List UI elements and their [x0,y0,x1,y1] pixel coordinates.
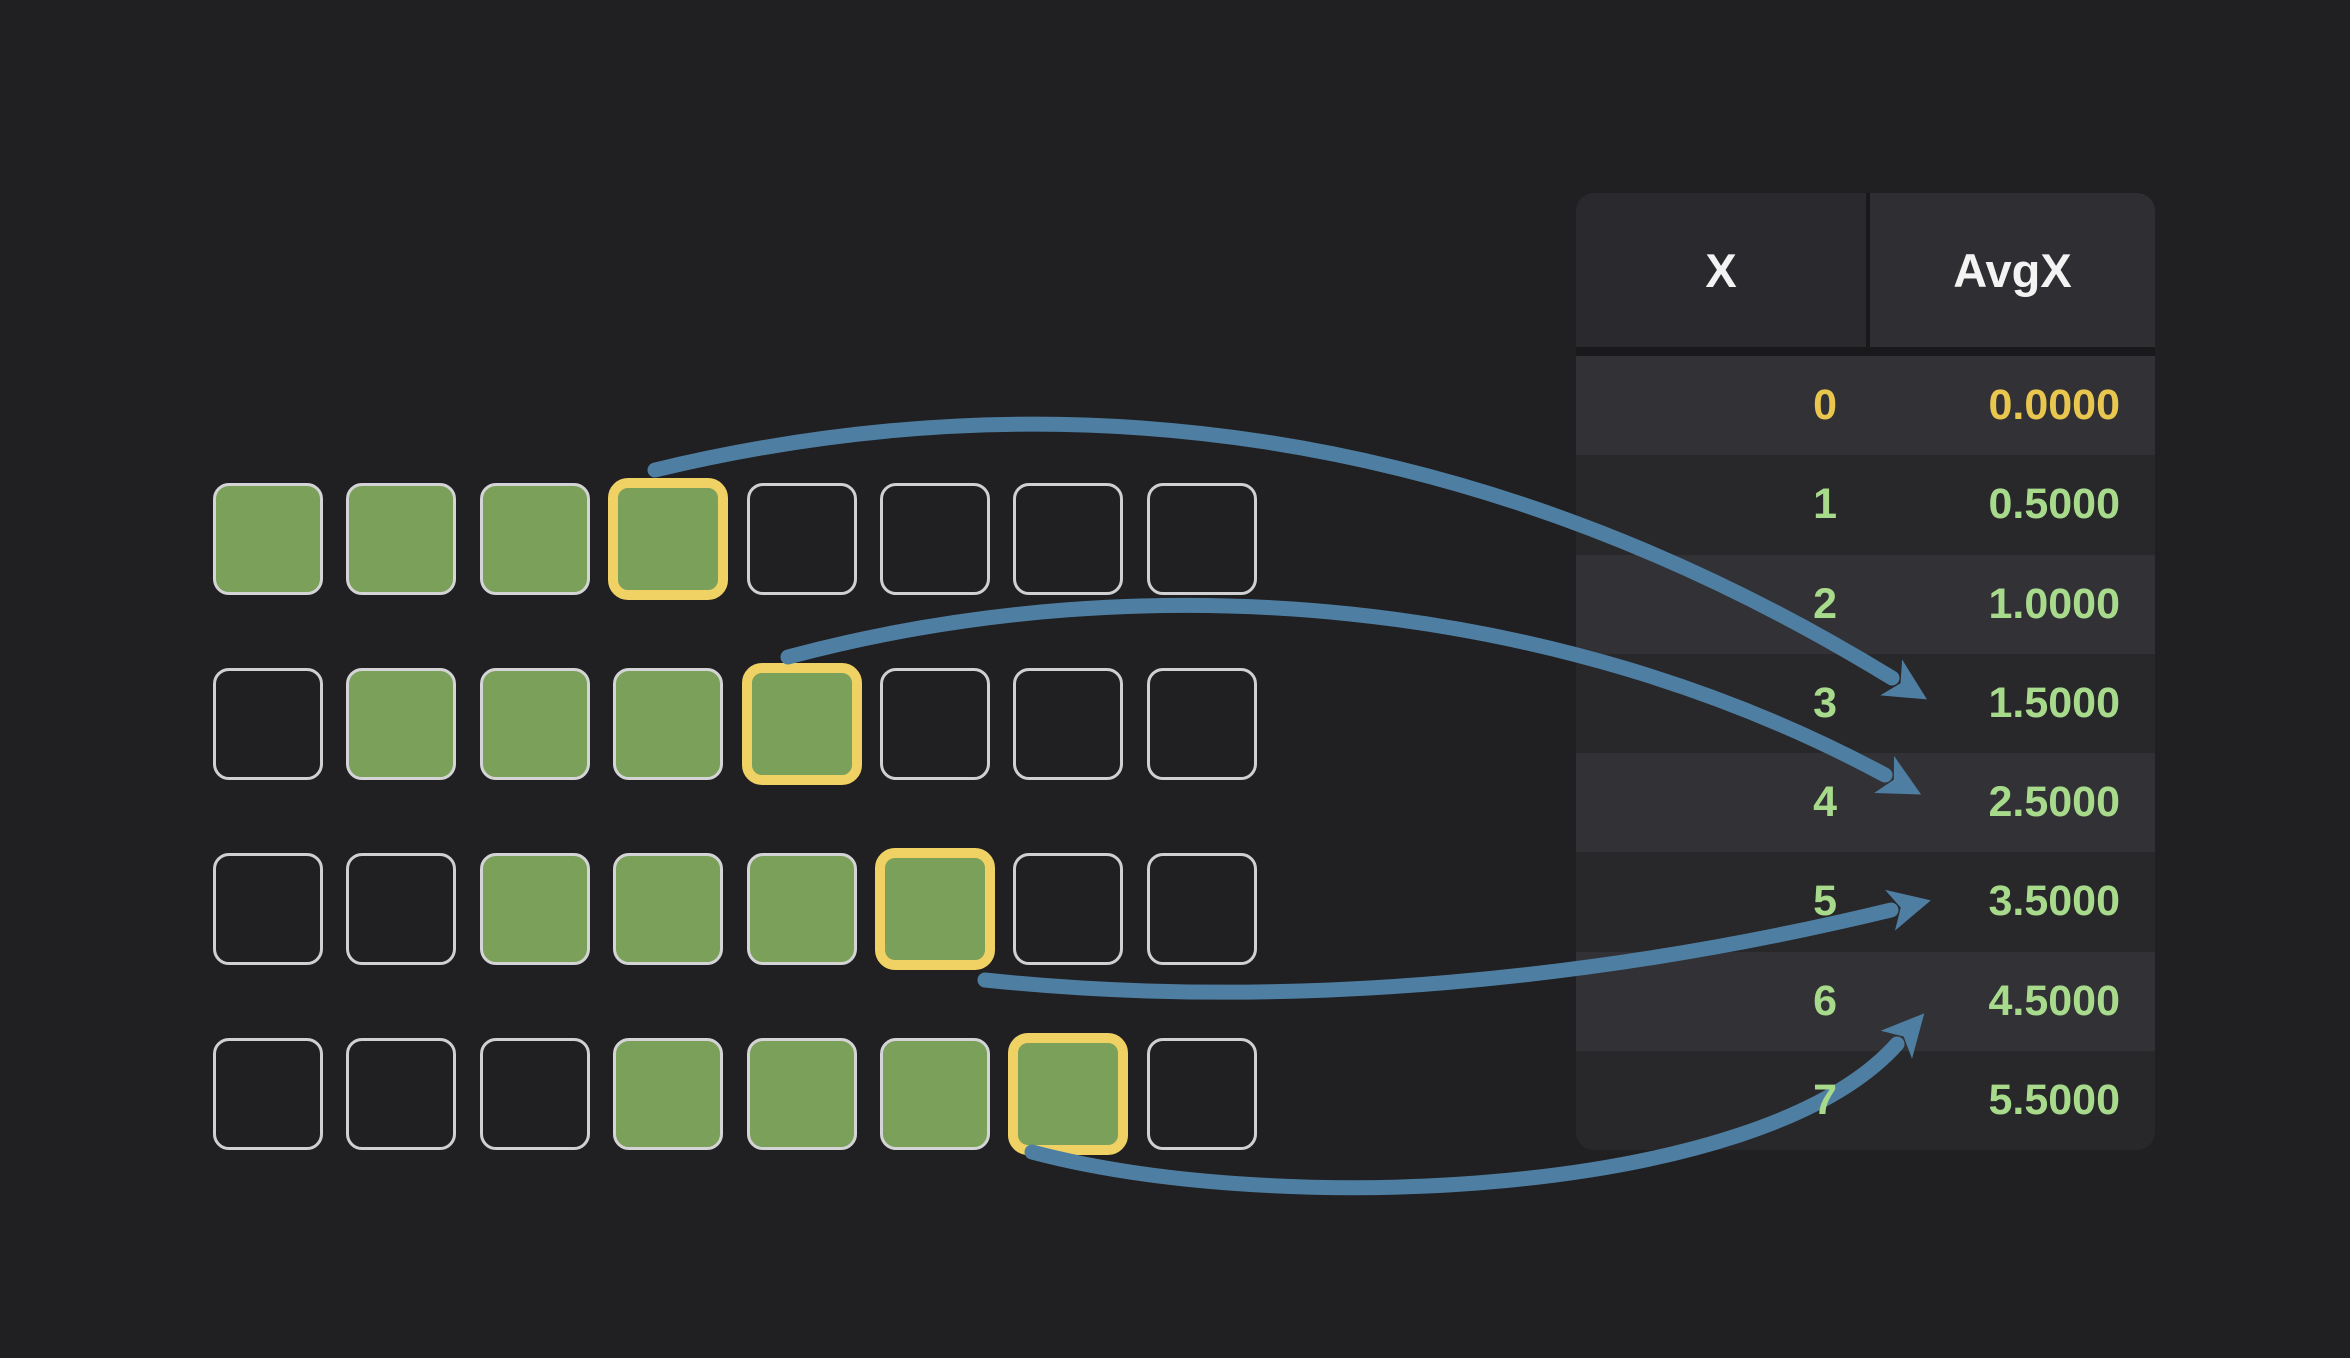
avg-value: 0.0000 [1988,381,2120,430]
grid-cell-window-end-r3 [1008,1033,1128,1155]
grid-cell-r0-c0 [213,483,323,595]
grid-cell-r3-c0 [213,1038,323,1150]
avg-value: 0.5000 [1988,480,2120,529]
grid-cell-r1-c0 [213,668,323,780]
avg-value: 1.0000 [1988,579,2120,628]
avg-value: 1.5000 [1988,678,2120,727]
grid-cell-r0-c4 [747,483,857,595]
grid-cell-window-end-r0 [608,478,728,600]
table-header: X AvgX [1576,193,2155,347]
header-separator [1576,347,2155,356]
avg-value: 2.5000 [1988,778,2120,827]
average-table: X AvgX 0 0.0000 1 0.5000 2 1.0000 3 1.5000 4 2.50… [1576,193,2155,1150]
grid-cell-window-end-r2 [875,848,995,970]
grid-cell-r1-c1 [346,668,456,780]
table-row-1: 1 0.5000 [1576,455,2155,555]
grid-cell-r0-c1 [346,483,456,595]
table-body: 0 0.0000 1 0.5000 2 1.0000 3 1.5000 4 2.5000 5 3.50… [1576,356,2155,1150]
grid-cell-r0-c2 [480,483,590,595]
column-header-avgx: AvgX [1866,193,2155,347]
grid-cell-r2-c7 [1147,853,1257,965]
avg-value: 3.5000 [1988,877,2120,926]
table-row-6: 6 4.5000 [1576,951,2155,1051]
grid-cell-r1-c3 [613,668,723,780]
grid-cell-r3-c3 [613,1038,723,1150]
table-row-7: 7 5.5000 [1576,1050,2155,1150]
grid-cell-r2-c4 [747,853,857,965]
x-value: 7 [1813,1075,1837,1124]
table-row-3: 3 1.5000 [1576,653,2155,753]
grid-cell-r3-c2 [480,1038,590,1150]
grid-cell-r1-c5 [880,668,990,780]
grid-cell-r0-c7 [1147,483,1257,595]
grid-cell-r1-c6 [1013,668,1123,780]
grid-cell-r2-c2 [480,853,590,965]
grid-cell-window-end-r1 [742,663,862,785]
grid-cell-r1-c2 [480,668,590,780]
grid-cell-r2-c3 [613,853,723,965]
table-row-0: 0 0.0000 [1576,356,2155,456]
table-row-4: 4 2.5000 [1576,753,2155,853]
grid-cell-r3-c4 [747,1038,857,1150]
x-value: 5 [1813,877,1837,926]
grid-cell-r0-c6 [1013,483,1123,595]
grid-cell-r3-c1 [346,1038,456,1150]
avg-value: 5.5000 [1988,1075,2120,1124]
grid-cell-r3-c5 [880,1038,990,1150]
table-row-5: 5 3.5000 [1576,852,2155,952]
x-value: 3 [1813,678,1837,727]
x-value: 6 [1813,976,1837,1025]
grid-cell-r2-c0 [213,853,323,965]
x-value: 4 [1813,778,1837,827]
column-header-x: X [1576,193,1866,347]
x-value: 0 [1813,381,1837,430]
avg-value: 4.5000 [1988,976,2120,1025]
grid-cell-r1-c7 [1147,668,1257,780]
table-row-2: 2 1.0000 [1576,554,2155,654]
grid-cell-r3-c7 [1147,1038,1257,1150]
grid-cell-r2-c1 [346,853,456,965]
x-value: 1 [1813,480,1837,529]
grid-cell-r2-c6 [1013,853,1123,965]
x-value: 2 [1813,579,1837,628]
grid-cell-r0-c5 [880,483,990,595]
